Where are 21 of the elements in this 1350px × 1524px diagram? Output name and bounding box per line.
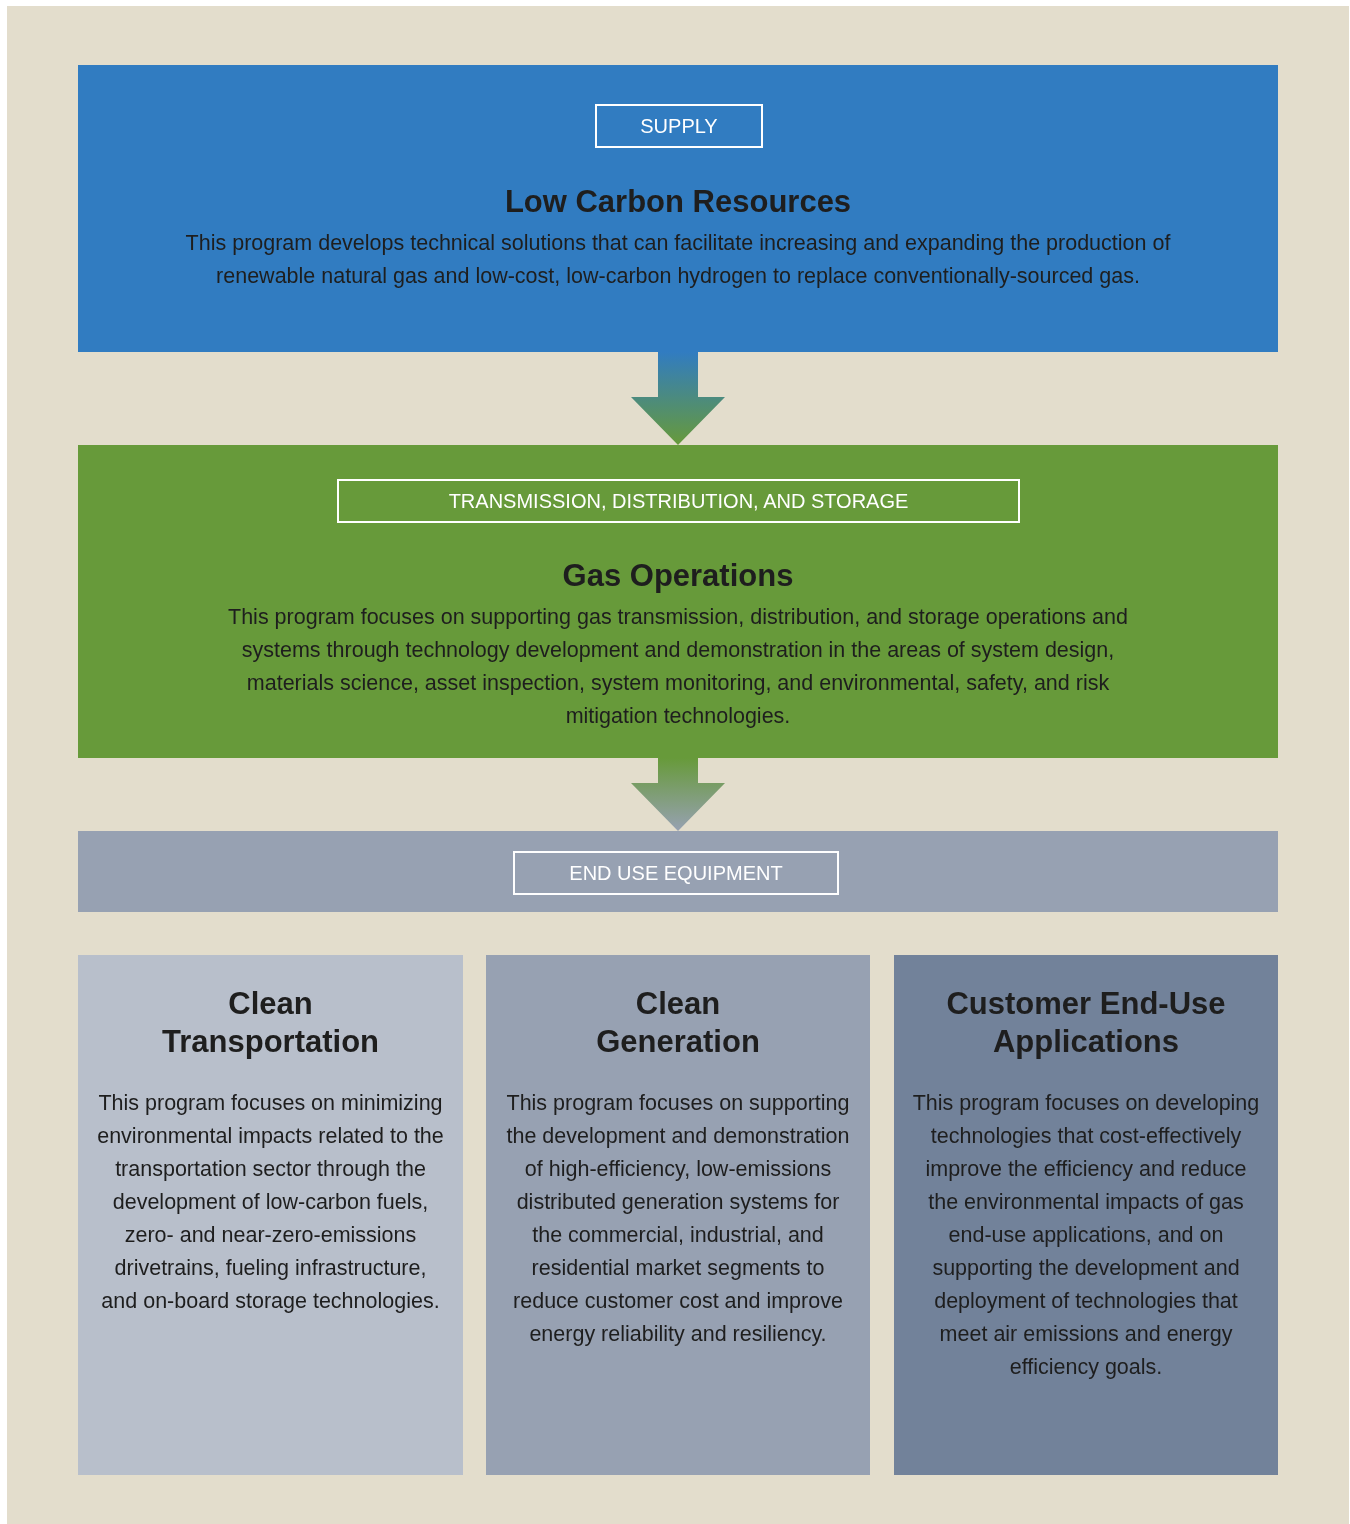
program-card — [78, 955, 463, 1475]
program-title: Clean Transportation — [161, 985, 380, 1061]
program-description: This program focuses on minimizing environmental impacts related to the transportation sector through the development of low-carbon fuels, zero- and near-zero-emissions drivetrains, fueling infrastructure, and on-board storage technologies. — [96, 1090, 445, 1315]
program-title: Customer End-Use Applications — [945, 985, 1227, 1061]
block-arrow — [631, 352, 725, 445]
program-description: This program develops technical solutions that can facilitate increasing and expanding the production of renewable natural gas and low-cost, low-carbon hydrogen to replace conventionally-sourced gas. — [184, 230, 1172, 290]
block-arrow — [631, 758, 725, 831]
program-description: This program focuses on supporting gas transmission, distribution, and storage operations and systems through technology development and demonstration in the areas of system design, materials science, asset inspection, system monitoring, and environmental, safety, and risk mitigation technologies. — [227, 604, 1129, 730]
program-card — [486, 955, 870, 1475]
category-tag: END USE EQUIPMENT — [513, 851, 839, 895]
program-description: This program focuses on supporting the development and demonstration of high-efficiency, low-emissions distributed generation systems for the commercial, industrial, and residential market segments to reduce customer cost and improve energy reliability and resiliency. — [505, 1090, 851, 1348]
category-tag: TRANSMISSION, DISTRIBUTION, AND STORAGE — [337, 479, 1020, 523]
program-title: Gas Operations — [561, 557, 795, 595]
program-card — [894, 955, 1278, 1475]
program-description: This program focuses on developing technologies that cost-effectively improve the efficiency and reduce the environmental impacts of gas end-use applications, and on supporting the development and deployment of technologies that meet air emissions and energy efficiency goals. — [912, 1090, 1260, 1381]
operations-band — [78, 445, 1278, 758]
program-title: Low Carbon Resources — [503, 183, 853, 221]
category-tag: SUPPLY — [595, 104, 763, 148]
supply-band — [78, 65, 1278, 352]
program-title: Clean Generation — [595, 985, 761, 1061]
end-use-band — [78, 831, 1278, 912]
